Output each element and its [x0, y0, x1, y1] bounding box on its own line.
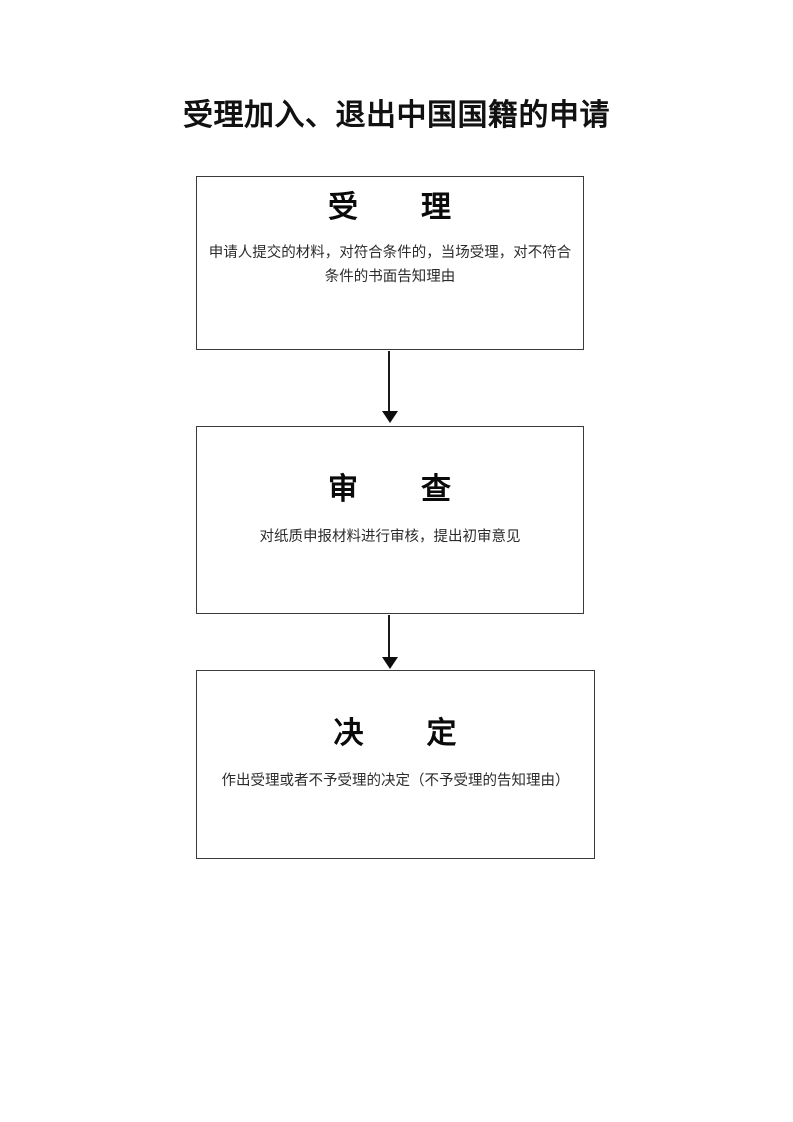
flow-step-review: 审 查 对纸质申报材料进行审核，提出初审意见 [196, 426, 584, 614]
arrow-head [382, 657, 398, 669]
arrow-down-icon-accept-to-review [377, 351, 403, 425]
arrow-stem [388, 615, 391, 661]
flow-step-accept-heading: 受 理 [328, 191, 452, 224]
flow-step-decision-heading: 决 定 [333, 717, 458, 750]
flow-step-accept: 受 理 申请人提交的材料，对符合条件的，当场受理，对不符合条件的书面告知理由 [196, 176, 584, 350]
arrow-stem [388, 351, 391, 415]
flow-step-review-body: 对纸质申报材料进行审核，提出初审意见 [259, 529, 521, 545]
flow-step-review-heading: 审 查 [328, 473, 452, 506]
arrow-head [382, 411, 398, 423]
flow-step-decision: 决 定 作出受理或者不予受理的决定（不予受理的告知理由） [196, 670, 595, 859]
flow-step-decision-body: 作出受理或者不予受理的决定（不予受理的告知理由） [221, 773, 570, 789]
flow-step-accept-body: 申请人提交的材料，对符合条件的，当场受理，对不符合条件的书面告知理由 [208, 245, 572, 285]
arrow-down-icon-review-to-decision [377, 615, 403, 671]
page-title: 受理加入、退出中国国籍的申请 [183, 99, 610, 132]
